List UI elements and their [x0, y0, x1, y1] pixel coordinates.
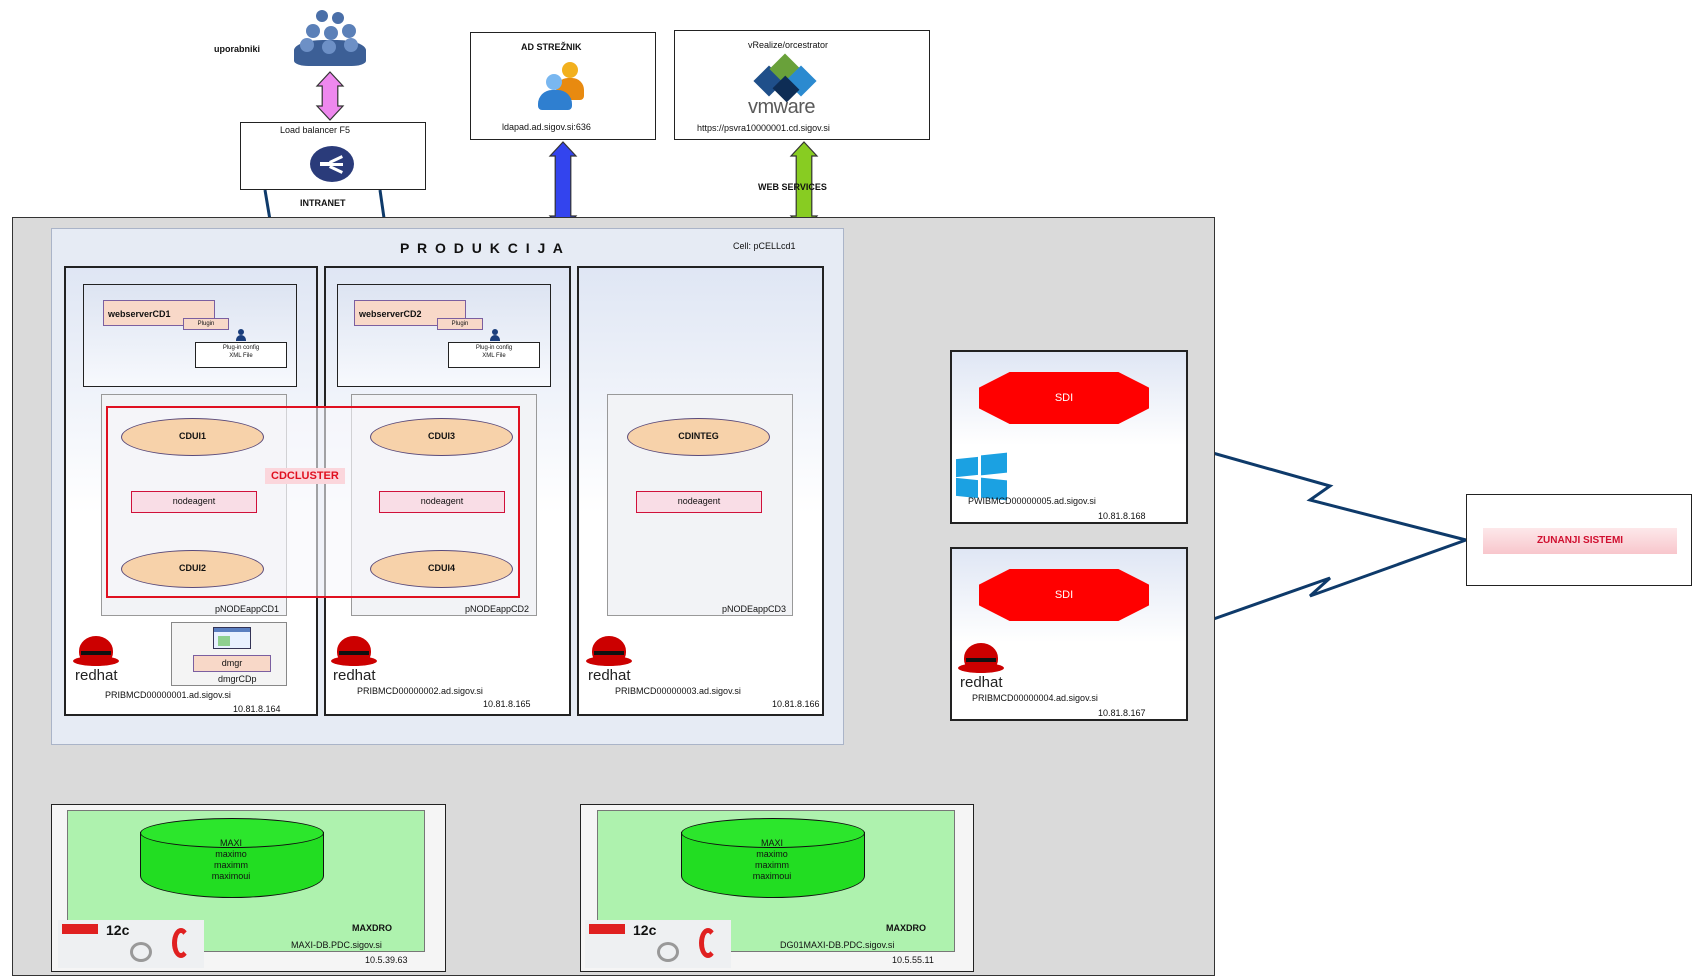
db-schema: maximo	[215, 849, 247, 859]
dmgr-profile: dmgrCDp	[218, 674, 257, 684]
cdui1-server: CDUI1	[121, 418, 264, 456]
pnode-label-1: pNODEappCD1	[215, 604, 280, 614]
pnode-label-2: pNODEappCD2	[465, 604, 530, 614]
db-instance-1: MAXDRO	[352, 923, 392, 933]
db-label: MAXI	[219, 838, 242, 848]
cdui4-server: CDUI4	[370, 550, 513, 588]
windows-logo-icon	[956, 452, 1008, 501]
production-title: P R O D U K C I J A	[400, 240, 565, 256]
db-name-1: MAXI maximo maximm maximoui	[171, 838, 291, 882]
sdi-octagon-1: SDI	[979, 372, 1149, 424]
sdi-octagon-2: SDI	[979, 569, 1149, 621]
users-group-icon	[292, 10, 368, 68]
redhat-text: redhat	[75, 667, 118, 684]
nodeagent-1: nodeagent	[131, 491, 257, 513]
cdcluster-label: CDCLUSTER	[265, 468, 345, 484]
vmware-logo-icon	[753, 53, 828, 103]
redhat-text: redhat	[333, 667, 376, 684]
sdi-host-ip-2: 10.81.8.167	[1098, 708, 1146, 718]
cdui3-server: CDUI3	[370, 418, 513, 456]
intranet-label: INTRANET	[300, 198, 346, 208]
redhat-logo: redhat	[331, 636, 381, 688]
xml-file-label: XML File	[229, 353, 253, 359]
cdui2-server: CDUI2	[121, 550, 264, 588]
sdi-host-name-2: PRIBMCD00000004.ad.sigov.si	[972, 693, 1098, 703]
redhat-text: redhat	[960, 674, 1003, 691]
webserver-label-2: webserverCD2	[354, 300, 466, 326]
db-schema: maximoui	[752, 871, 792, 881]
sdi-host-name-1: PWIBMCD00000005.ad.sigov.si	[968, 496, 1096, 506]
db-ip-2: 10.5.55.11	[892, 955, 934, 965]
console-window-icon	[213, 627, 251, 649]
redhat-logo: redhat	[73, 636, 123, 688]
plugin-label-1: Plugin	[183, 318, 229, 330]
xml-config-box-1: Plug-in config XML File	[195, 342, 287, 368]
database-top-2	[681, 818, 865, 848]
sdi-host-ip-1: 10.81.8.168	[1098, 511, 1146, 521]
load-balancer-title: Load balancer F5	[280, 125, 351, 135]
db-host-name-1: MAXI-DB.PDC.sigov.si	[291, 940, 382, 950]
host-name-2: PRIBMCD00000002.ad.sigov.si	[357, 686, 483, 696]
config-person-icon	[236, 329, 246, 341]
db-schema: maximm	[755, 860, 789, 870]
users-to-loadbalancer-arrow	[315, 71, 345, 121]
oracle-version: 12c	[633, 922, 657, 938]
database-top-1	[140, 818, 324, 848]
nodeagent-3: nodeagent	[636, 491, 762, 513]
web-services-label: WEB SERVICES	[758, 182, 827, 192]
db-name-2: MAXI maximo maximm maximoui	[712, 838, 832, 882]
oracle-version: 12c	[106, 922, 130, 938]
oracle-logo-icon: 12c	[585, 920, 731, 968]
db-host-name-2: DG01MAXI-DB.PDC.sigov.si	[780, 940, 895, 950]
redhat-text: redhat	[588, 667, 631, 684]
vrealize-title: vRealize/orcestrator	[748, 40, 829, 50]
xml-file-label: XML File	[482, 353, 506, 359]
config-person-icon	[490, 329, 500, 341]
dmgr-label: dmgr	[193, 655, 271, 672]
external-systems-label: ZUNANJI SISTEMI	[1483, 528, 1677, 554]
external-link-2	[1187, 538, 1467, 630]
users-label: uporabniki	[214, 44, 261, 54]
host-name-3: PRIBMCD00000003.ad.sigov.si	[615, 686, 741, 696]
xml-config-label: Plug-in config	[222, 345, 260, 351]
vrealize-url: https://psvra10000001.cd.sigov.si	[697, 123, 830, 133]
redhat-logo: redhat	[958, 643, 1008, 695]
vmware-logo-text: vmware	[748, 96, 816, 118]
external-link-1	[1187, 444, 1467, 542]
pnode-label-3: pNODEappCD3	[722, 604, 787, 614]
db-label: MAXI	[760, 838, 783, 848]
db-ip-1: 10.5.39.63	[365, 955, 408, 965]
host-ip-2: 10.81.8.165	[483, 699, 531, 709]
redhat-logo: redhat	[586, 636, 636, 688]
dmgr-box	[171, 622, 287, 686]
host-ip-3: 10.81.8.166	[772, 699, 820, 709]
ad-users-icon	[536, 62, 596, 110]
ad-server-address: ldapad.ad.sigov.si:636	[502, 122, 591, 132]
cell-label: Cell: pCELLcd1	[733, 241, 796, 251]
cdinteg-server: CDINTEG	[627, 418, 770, 456]
plugin-label-2: Plugin	[437, 318, 483, 330]
db-schema: maximoui	[211, 871, 251, 881]
db-schema: maximo	[756, 849, 788, 859]
xml-config-label: Plug-in config	[475, 345, 513, 351]
load-balancer-icon	[310, 146, 354, 182]
db-instance-2: MAXDRO	[886, 923, 926, 933]
xml-config-box-2: Plug-in config XML File	[448, 342, 540, 368]
host-name-1: PRIBMCD00000001.ad.sigov.si	[105, 690, 231, 700]
oracle-logo-icon: 12c	[58, 920, 204, 968]
db-schema: maximm	[214, 860, 248, 870]
host-ip-1: 10.81.8.164	[233, 704, 281, 714]
ad-server-title: AD STREŽNIK	[521, 42, 582, 52]
nodeagent-2: nodeagent	[379, 491, 505, 513]
